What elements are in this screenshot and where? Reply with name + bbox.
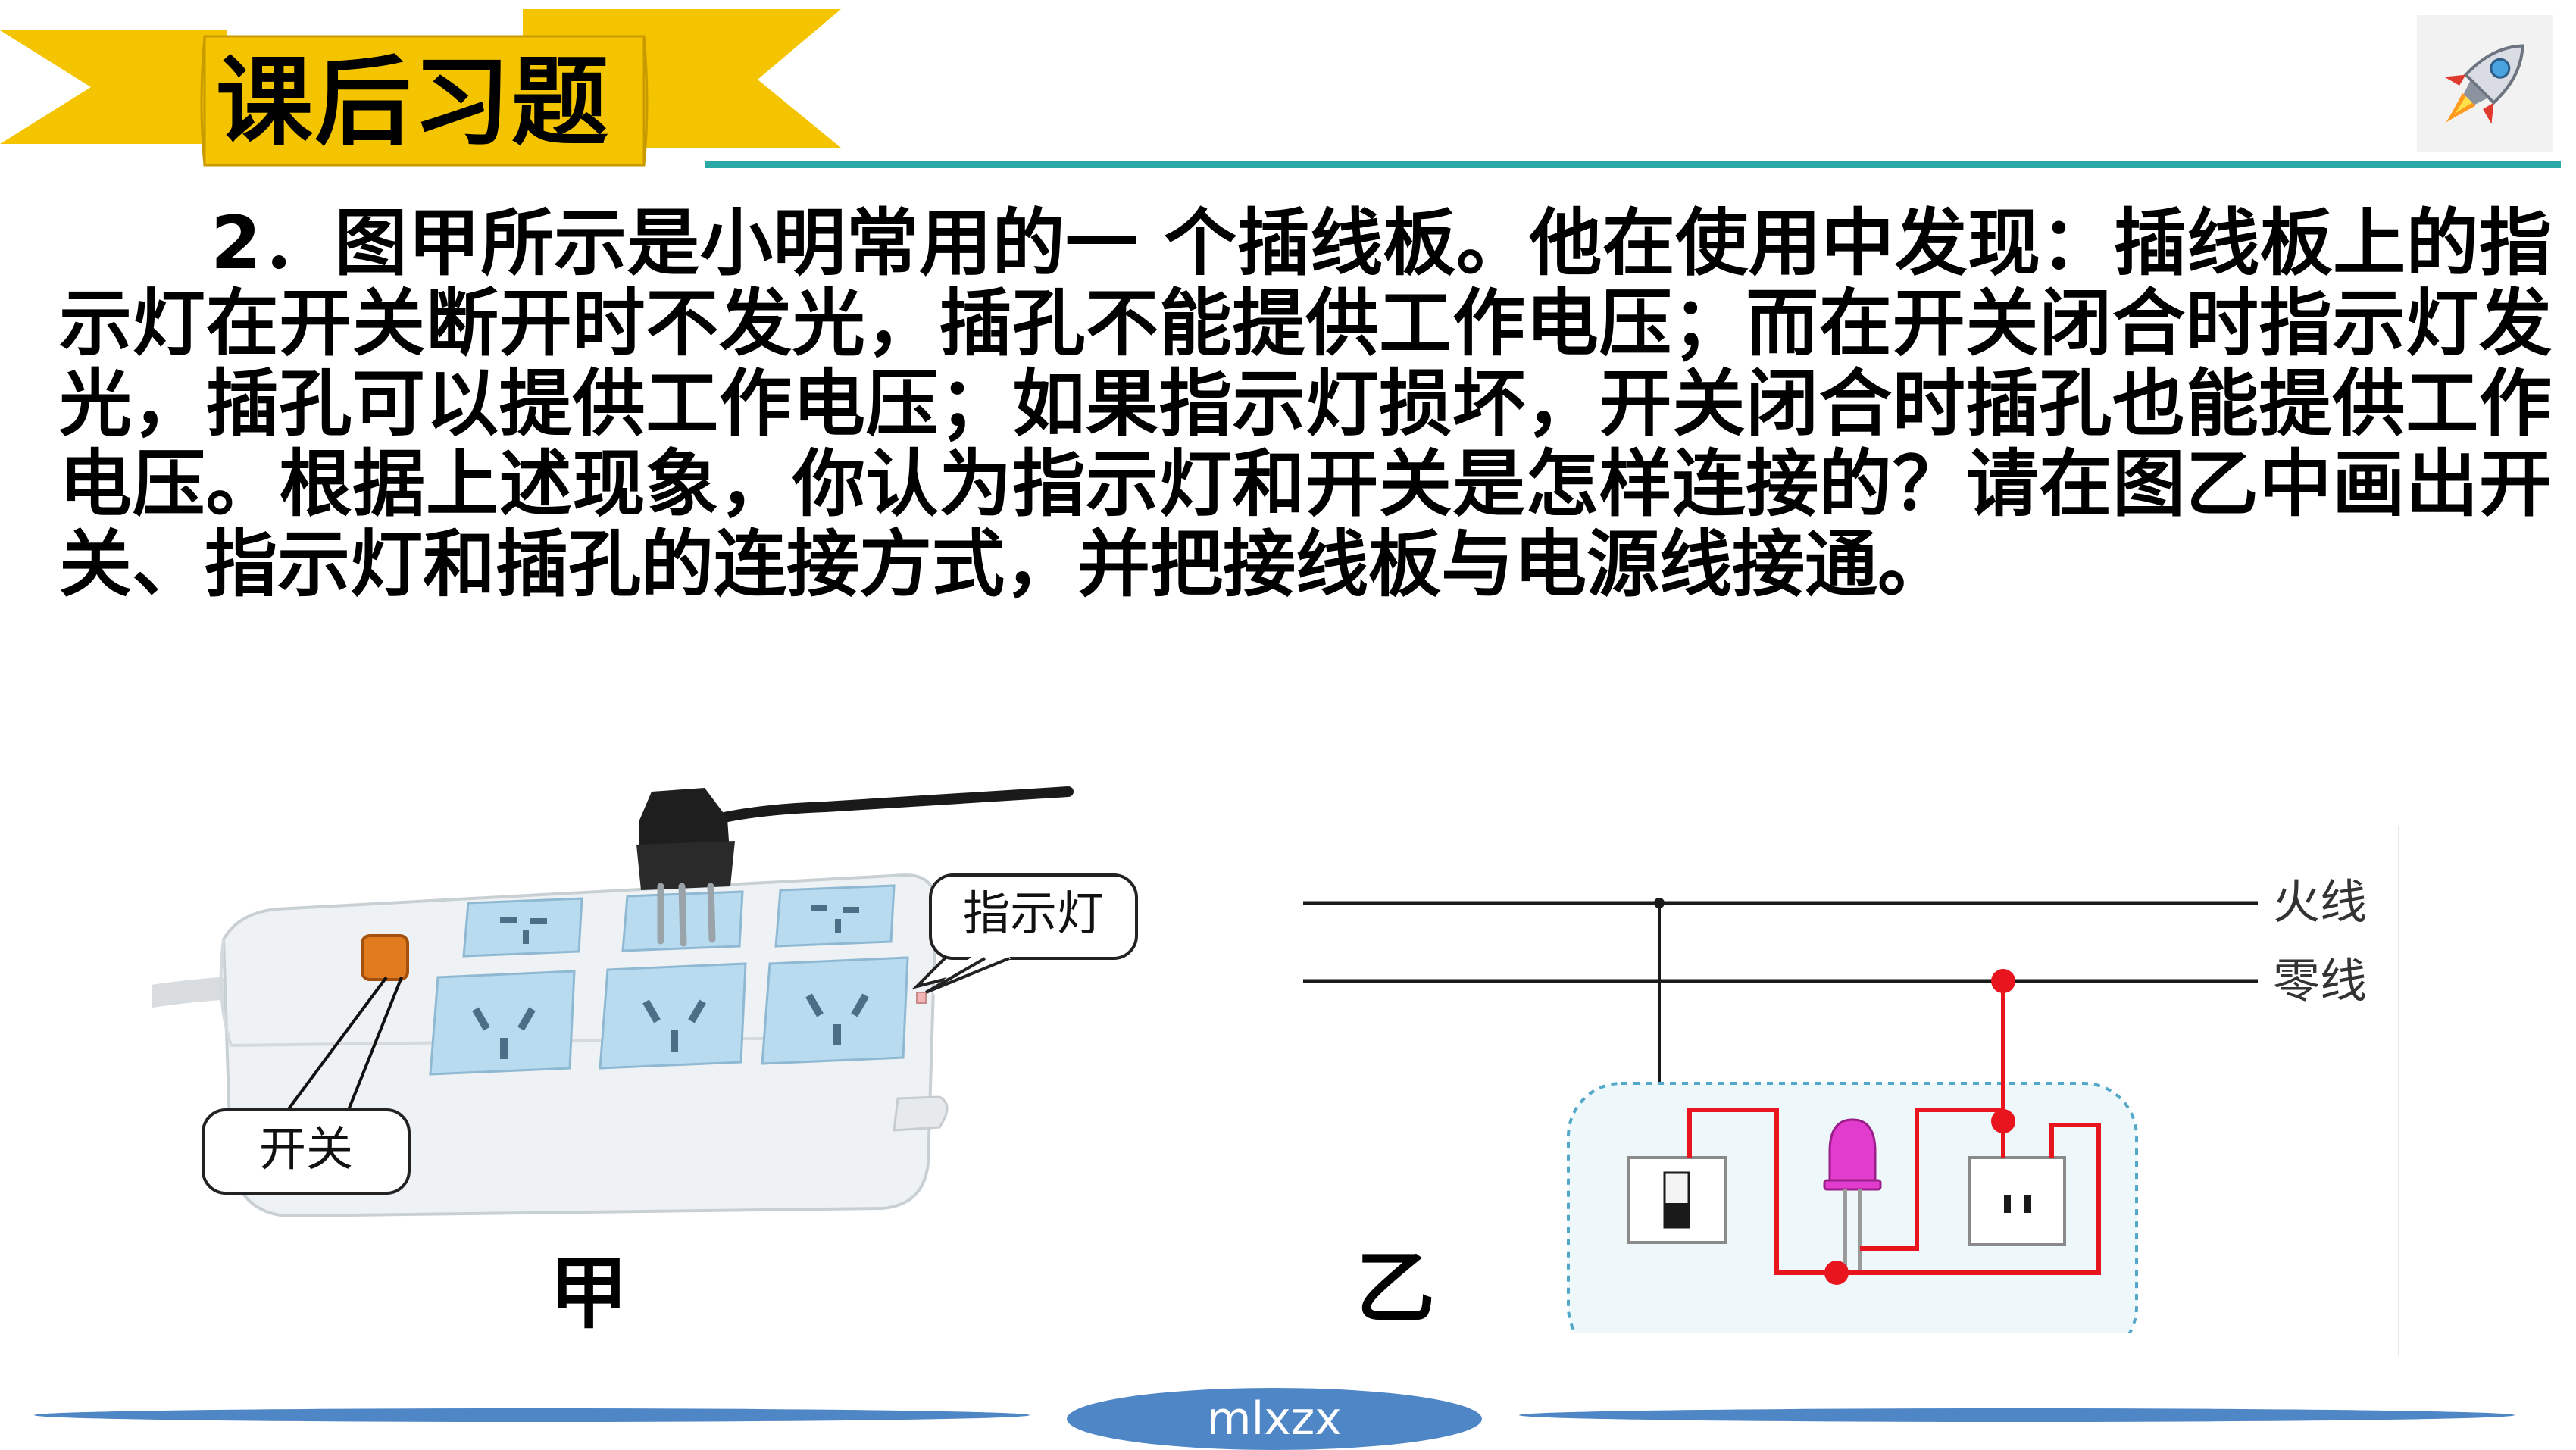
page-title: 课后习题 xyxy=(216,46,611,159)
socket-symbol xyxy=(1968,1156,2066,1246)
callout-indicator-label: 指示灯 xyxy=(963,886,1104,941)
footer-badge: mlxzx xyxy=(1067,1388,1482,1450)
right-guide-line xyxy=(2398,826,2399,1356)
footer-bar-left xyxy=(34,1408,1030,1422)
neutral-wire-label: 零线 xyxy=(2273,953,2367,1008)
live-wire-label: 火线 xyxy=(2273,874,2367,930)
rocket-icon[interactable] xyxy=(2417,15,2553,152)
header-divider xyxy=(705,161,2561,168)
question-text: 2．图甲所示是小明常用的一 个插线板。他在使用中发现：插线板上的指示灯在开关断开… xyxy=(59,203,2552,605)
power-strip-figure: 指示灯 开关 xyxy=(152,786,1138,1218)
footer-bar-right xyxy=(1519,1408,2515,1422)
led-symbol xyxy=(1823,1118,1882,1273)
question-number: 2． xyxy=(211,201,335,286)
figure-label-yi: 乙 xyxy=(1356,1242,1436,1334)
wiring-diagram: 火线 零线 xyxy=(1303,874,2367,1333)
header-banner xyxy=(0,9,841,167)
indicator-led xyxy=(916,992,927,1004)
figure-label-jia: 甲 xyxy=(549,1247,629,1339)
switch-button xyxy=(361,934,409,981)
callout-switch-label: 开关 xyxy=(259,1121,353,1177)
question-body: 图甲所示是小明常用的一 个插线板。他在使用中发现：插线板上的指示灯在开关断开时不… xyxy=(59,201,2553,607)
